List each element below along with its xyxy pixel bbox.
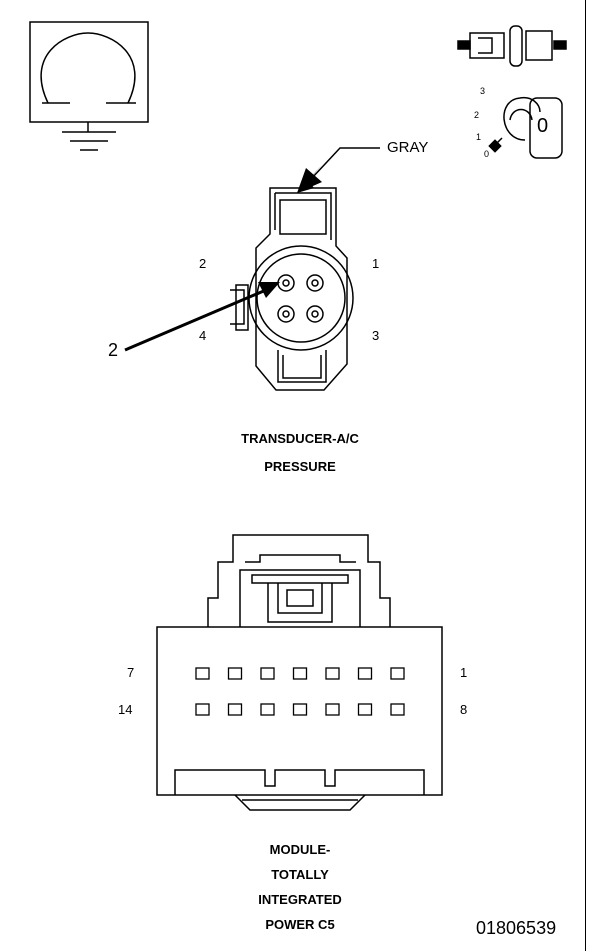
ignition-pos-1: 1 [476,132,482,142]
module-cavity [325,703,340,716]
module-row2-right-label: 8 [460,702,468,717]
module-row1-right-label: 1 [460,665,468,680]
module-cavity [357,703,373,716]
module-cavity [195,703,210,716]
pin-label-4: 4 [199,328,207,343]
transducer-title-line1: TRANSDUCER-A/C [241,431,359,446]
module-title-line2: TOTALLY [271,867,329,882]
ignition-pos-0: 0 [484,149,490,159]
module-cavity [292,667,308,680]
callout-number: 2 [108,340,119,360]
ignition-key-label: 0 [537,115,549,137]
ignition-key-icon [488,96,563,159]
module-cavities [195,667,405,716]
module-connector [156,534,443,811]
module-cavity [390,667,405,680]
transducer-connector [230,187,354,391]
module-cavity [227,703,243,716]
module-title-line4: POWER C5 [265,917,335,932]
module-cavity [390,703,405,716]
module-cavity [260,703,275,716]
module-cavity [195,667,210,680]
pin-label-3: 3 [372,328,380,343]
page-border-line [585,0,586,951]
transducer-title-line2: PRESSURE [264,459,336,474]
gray-callout-arrow [297,147,380,193]
module-cavity [325,667,340,680]
pin-callout-arrow [124,282,280,352]
module-row1-left-label: 7 [127,665,135,680]
figure-id: 01806539 [476,918,557,938]
module-cavity [227,667,243,680]
pin-label-2: 2 [199,256,207,271]
module-cavity [292,703,308,716]
module-row2-left-label: 14 [118,702,133,717]
ground-symbol-icon [29,21,149,151]
ignition-pos-2: 2 [474,110,480,120]
module-cavity [357,667,373,680]
module-title-line3: INTEGRATED [258,892,342,907]
inline-connector-icon [457,25,567,67]
ignition-pos-3: 3 [480,86,486,96]
module-title-line1: MODULE- [269,842,331,857]
gray-wire-label: GRAY [387,139,429,156]
module-cavity [260,667,275,680]
pin-label-1: 1 [372,256,380,271]
